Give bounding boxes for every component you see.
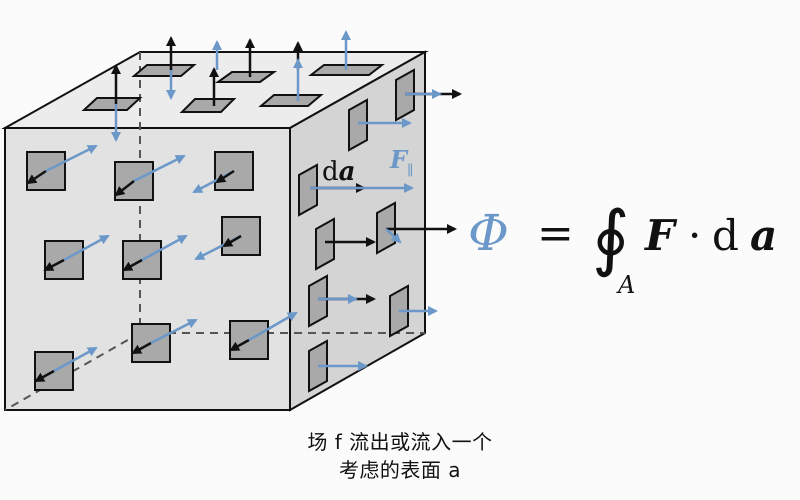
formula-equals: = [537,208,574,259]
top-face-arrows [111,30,351,142]
formula-phi: Φ [468,204,509,262]
front-face-patches [26,151,269,391]
formula-dot: · [688,211,701,260]
subtitle-line-2: 考虑的表面 a [338,458,462,482]
formula-subscript: A [616,271,635,299]
top-face-patches [81,64,385,113]
formula-area: a [750,211,777,260]
subtitle-line-1: 场 f 流出或流入一个 [307,430,493,454]
da-label: da [322,157,356,187]
flux-formula: Φ = ∮ A F · d a [468,195,777,299]
formula-field: F [644,211,678,260]
front-face-arrows [26,144,298,383]
formula-integral: ∮ [592,195,630,279]
formula-d: d [712,211,739,260]
right-face-arrows [310,89,462,371]
f-parallel-label: F∥ [389,145,414,179]
